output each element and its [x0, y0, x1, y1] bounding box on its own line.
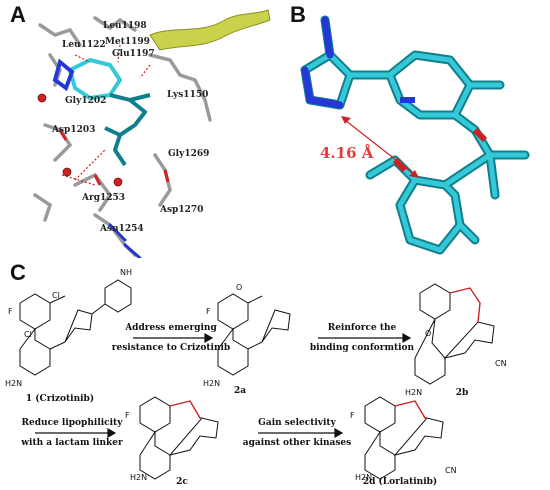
structure-crizotinib — [19, 279, 132, 376]
structure-lorlatinib — [364, 396, 444, 480]
atom-label: NH — [120, 268, 132, 277]
residue-label: Met1199 — [105, 37, 150, 47]
step-label: with a lactam linker — [20, 438, 123, 448]
atom-label: Cl — [24, 330, 32, 339]
scheme: F Cl Cl NH H2N F O H2N O H2N CN F H2N F … — [5, 268, 507, 487]
atom-label: F — [350, 411, 355, 420]
compound-label: 2c — [176, 477, 188, 486]
panel-c: C — [0, 258, 550, 487]
step-label: Address emerging — [124, 323, 217, 333]
distance-label: 4.16 Å — [320, 144, 374, 162]
atom-label: H2N — [130, 473, 147, 482]
residue-label: Asp1203 — [51, 125, 95, 135]
residue-label: Asp1270 — [159, 205, 203, 215]
step-label: against other kinases — [243, 438, 351, 448]
step-label: Reduce lipophilicity — [22, 418, 124, 428]
compound-label: 2d (Lorlatinib) — [363, 476, 437, 486]
residue-label: Arg1253 — [81, 193, 125, 203]
atom-label: O — [236, 283, 242, 292]
atom-label: H2N — [405, 388, 422, 397]
atom-label: CN — [495, 359, 507, 368]
atom-label: F — [8, 307, 13, 316]
panel-a: A — [0, 0, 275, 260]
step-label: resistance to Crizotinib — [112, 343, 230, 353]
atom-label: H2N — [5, 379, 22, 388]
residue-label: Gly1202 — [65, 96, 106, 106]
atom-label: H2N — [203, 379, 220, 388]
panel-a-letter: A — [10, 2, 26, 27]
atom-label: H2N — [355, 473, 372, 482]
ligand — [68, 58, 151, 167]
residue-label: Glu1197 — [112, 49, 155, 59]
residue-label: Asn1254 — [99, 224, 144, 234]
residue-label: Leu1122 — [62, 40, 106, 50]
panel-c-letter: C — [10, 260, 26, 285]
residue-label: Leu1198 — [103, 21, 147, 31]
compound-label: 2a — [234, 386, 246, 396]
atom-label: F — [206, 307, 211, 316]
step-label: Gain selectivity — [258, 418, 336, 428]
atom-label: Cl — [52, 291, 60, 300]
structure-2a — [217, 293, 291, 376]
docking-view: Leu1198 Met1199 Leu1122 Glu1197 Lys1150 … — [33, 9, 271, 260]
residue-label: Gly1269 — [168, 149, 209, 159]
step-label: Reinforce the — [328, 323, 397, 333]
structure-2c — [139, 396, 219, 480]
compound-label: 2b — [456, 388, 469, 398]
overlay-view: 4.16 Å — [300, 15, 530, 255]
helix-ribbon — [149, 9, 271, 51]
panel-b: B — [275, 0, 550, 258]
compound-label: 1 (Crizotinib) — [26, 393, 94, 404]
atom-label: O — [425, 329, 431, 338]
atom-label: CN — [445, 466, 457, 475]
residue-label: Lys1150 — [167, 90, 208, 100]
step-label: binding conformtion — [310, 343, 415, 353]
panel-b-letter: B — [290, 2, 306, 27]
atom-label: F — [125, 411, 130, 420]
